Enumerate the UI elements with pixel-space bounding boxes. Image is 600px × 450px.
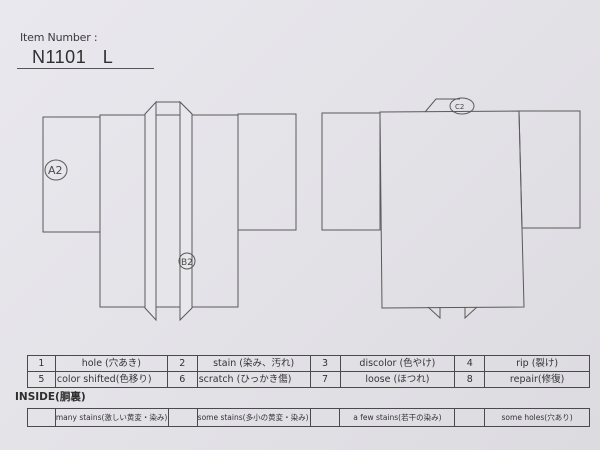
back-view-diagram: C2 xyxy=(321,97,581,320)
inside-option-label: some holes(穴あり) xyxy=(484,408,590,427)
damage-code: 1 xyxy=(27,355,56,372)
inside-checkbox-few-stains[interactable] xyxy=(309,408,341,427)
inside-checkbox-some-stains[interactable] xyxy=(167,408,198,427)
back-right-sleeve xyxy=(518,110,581,229)
damage-label: scratch (ひっかき傷) xyxy=(196,371,311,388)
damage-legend-row: 5 color shifted(色移り) 6 scratch (ひっかき傷) 7… xyxy=(27,371,590,388)
back-body xyxy=(379,110,525,309)
item-number-value: N1101 L xyxy=(32,47,114,67)
annotation-b2: B2 xyxy=(181,258,193,268)
inside-option-label: many stains(激しい黄変・染み) xyxy=(54,408,169,427)
front-collar-left xyxy=(144,100,157,322)
annotation-circle-b2 xyxy=(178,252,196,270)
back-left-sleeve xyxy=(321,112,381,231)
damage-label: color shifted(色移り) xyxy=(54,371,168,388)
damage-label: discolor (色やけ) xyxy=(339,355,456,372)
damage-label: repair(修復) xyxy=(484,371,590,388)
inside-options-row: many stains(激しい黄変・染み) some stains(多小の黄変・… xyxy=(27,408,590,427)
inside-lining-table: many stains(激しい黄変・染み) some stains(多小の黄変・… xyxy=(27,408,590,427)
damage-code: 8 xyxy=(454,371,486,388)
damage-legend-table: 1 hole (穴あき) 2 stain (染み、汚れ) 3 discolor … xyxy=(27,355,590,388)
damage-code: 2 xyxy=(166,355,198,372)
front-collar-right xyxy=(179,100,193,322)
damage-code: 5 xyxy=(27,371,56,388)
inside-option-label: a few stains(若干の染み) xyxy=(339,408,456,427)
damage-label: loose (ほつれ) xyxy=(339,371,456,388)
inside-checkbox-many-stains[interactable] xyxy=(27,408,56,427)
annotation-circle-a2 xyxy=(44,159,68,181)
annotation-a2: A2 xyxy=(48,164,63,177)
damage-label: stain (染み、汚れ) xyxy=(196,355,311,372)
damage-label: hole (穴あき) xyxy=(54,355,168,372)
front-right-sleeve xyxy=(237,113,297,231)
damage-code: 7 xyxy=(309,371,341,388)
annotation-c2: C2 xyxy=(455,103,464,111)
damage-label: rip (裂け) xyxy=(484,355,590,372)
inside-option-label: some stains(多小の黄変・染み) xyxy=(196,408,311,427)
damage-code: 3 xyxy=(309,355,341,372)
back-collar xyxy=(424,98,460,113)
front-view-diagram: A2 B2 xyxy=(42,100,297,322)
damage-code: 4 xyxy=(454,355,486,372)
back-hem-tip-right xyxy=(464,306,478,320)
item-number-underline xyxy=(17,68,154,69)
damage-legend-row: 1 hole (穴あき) 2 stain (染み、汚れ) 3 discolor … xyxy=(27,355,590,372)
inside-section-label: INSIDE(胴裏) xyxy=(15,391,86,403)
back-hem-tip-left xyxy=(427,306,441,320)
damage-code: 6 xyxy=(166,371,198,388)
annotation-circle-c2 xyxy=(449,97,475,115)
item-number-label: Item Number : xyxy=(20,31,98,44)
inside-checkbox-some-holes[interactable] xyxy=(454,408,486,427)
